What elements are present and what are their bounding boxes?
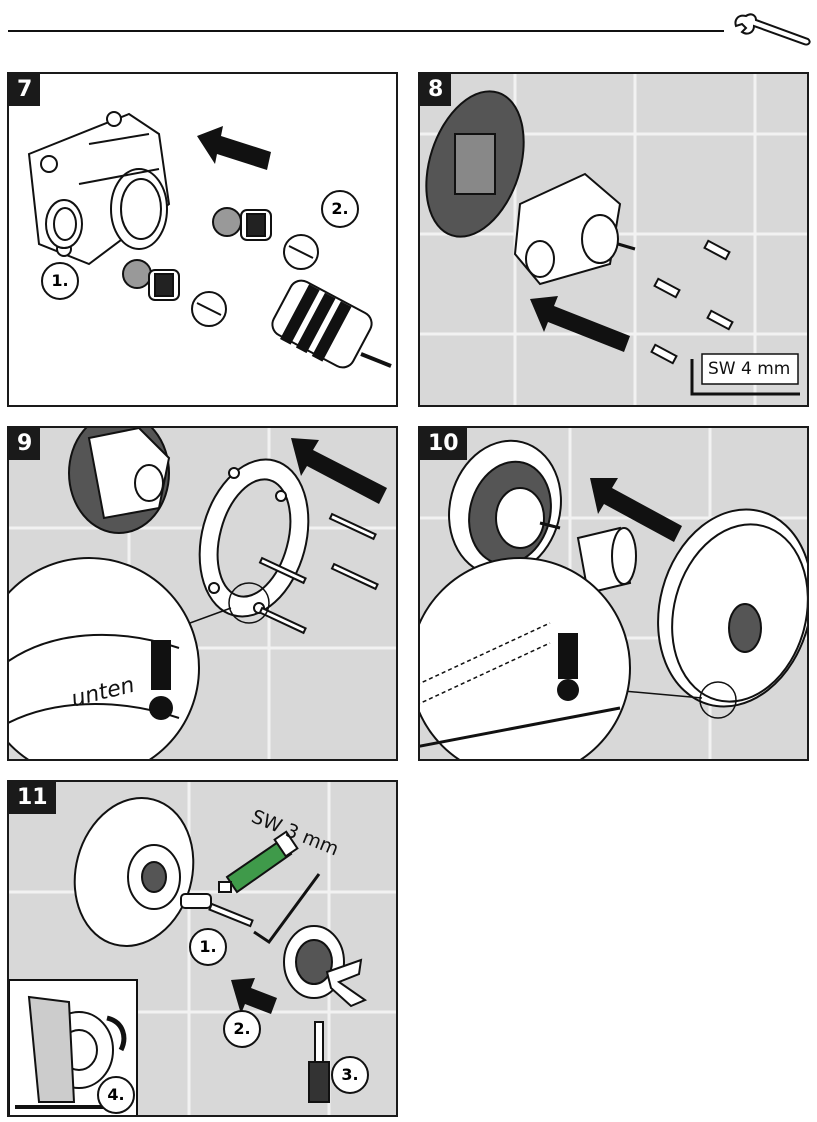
warning-icon xyxy=(557,633,579,701)
handle xyxy=(283,925,368,1008)
step-10-illustration xyxy=(420,428,807,759)
step-8-tool-label: SW 4 mm xyxy=(708,359,791,379)
push-arrow xyxy=(590,478,682,542)
grease-tube xyxy=(218,830,299,894)
screwdriver xyxy=(308,1021,330,1103)
step-8-number: 8 xyxy=(420,74,452,106)
push-arrow xyxy=(530,296,630,352)
step-7-substep-2: 2. xyxy=(321,190,359,228)
step-11-substep-4: 4. xyxy=(97,1076,135,1114)
step-8-panel: 8 SW 4 mm xyxy=(418,72,809,407)
step-9-panel: 9 unten xyxy=(7,426,398,761)
valve-body xyxy=(27,111,171,266)
mounting-plate xyxy=(425,90,525,238)
step-7-illustration xyxy=(27,111,392,369)
push-arrow xyxy=(231,978,277,1014)
step-11-substep-3: 3. xyxy=(331,1056,369,1094)
detail-magnifier xyxy=(420,557,631,759)
sleeve xyxy=(576,526,637,595)
step-7-number: 7 xyxy=(9,74,41,106)
thermo-cartridge xyxy=(271,279,392,369)
rosette xyxy=(73,797,195,947)
insert-arrow xyxy=(197,126,271,170)
wrench-icon xyxy=(734,13,811,46)
allen-key-3 xyxy=(253,873,321,945)
step-7-substep-1: 1. xyxy=(41,262,79,300)
allen-key-4 xyxy=(690,359,800,396)
step-9-illustration xyxy=(9,428,396,759)
step-11-number: 11 xyxy=(9,782,56,814)
push-arrow xyxy=(291,438,387,504)
rosette xyxy=(657,508,807,708)
step-11-substep-2: 2. xyxy=(223,1010,261,1048)
step-10-panel: 10 xyxy=(418,426,809,761)
header-rule xyxy=(8,30,724,32)
step-9-number: 9 xyxy=(9,428,41,460)
cover-plate xyxy=(198,458,310,618)
step-10-number: 10 xyxy=(420,428,467,460)
step-7-panel: 7 xyxy=(7,72,398,407)
step-8-tiles xyxy=(420,74,807,405)
step-11-substep-1: 1. xyxy=(189,928,227,966)
valve-body xyxy=(513,172,636,286)
warning-icon xyxy=(149,640,173,720)
step-11-panel: 11 SW 3 mm 1. 2. 3. 4. xyxy=(7,780,398,1117)
